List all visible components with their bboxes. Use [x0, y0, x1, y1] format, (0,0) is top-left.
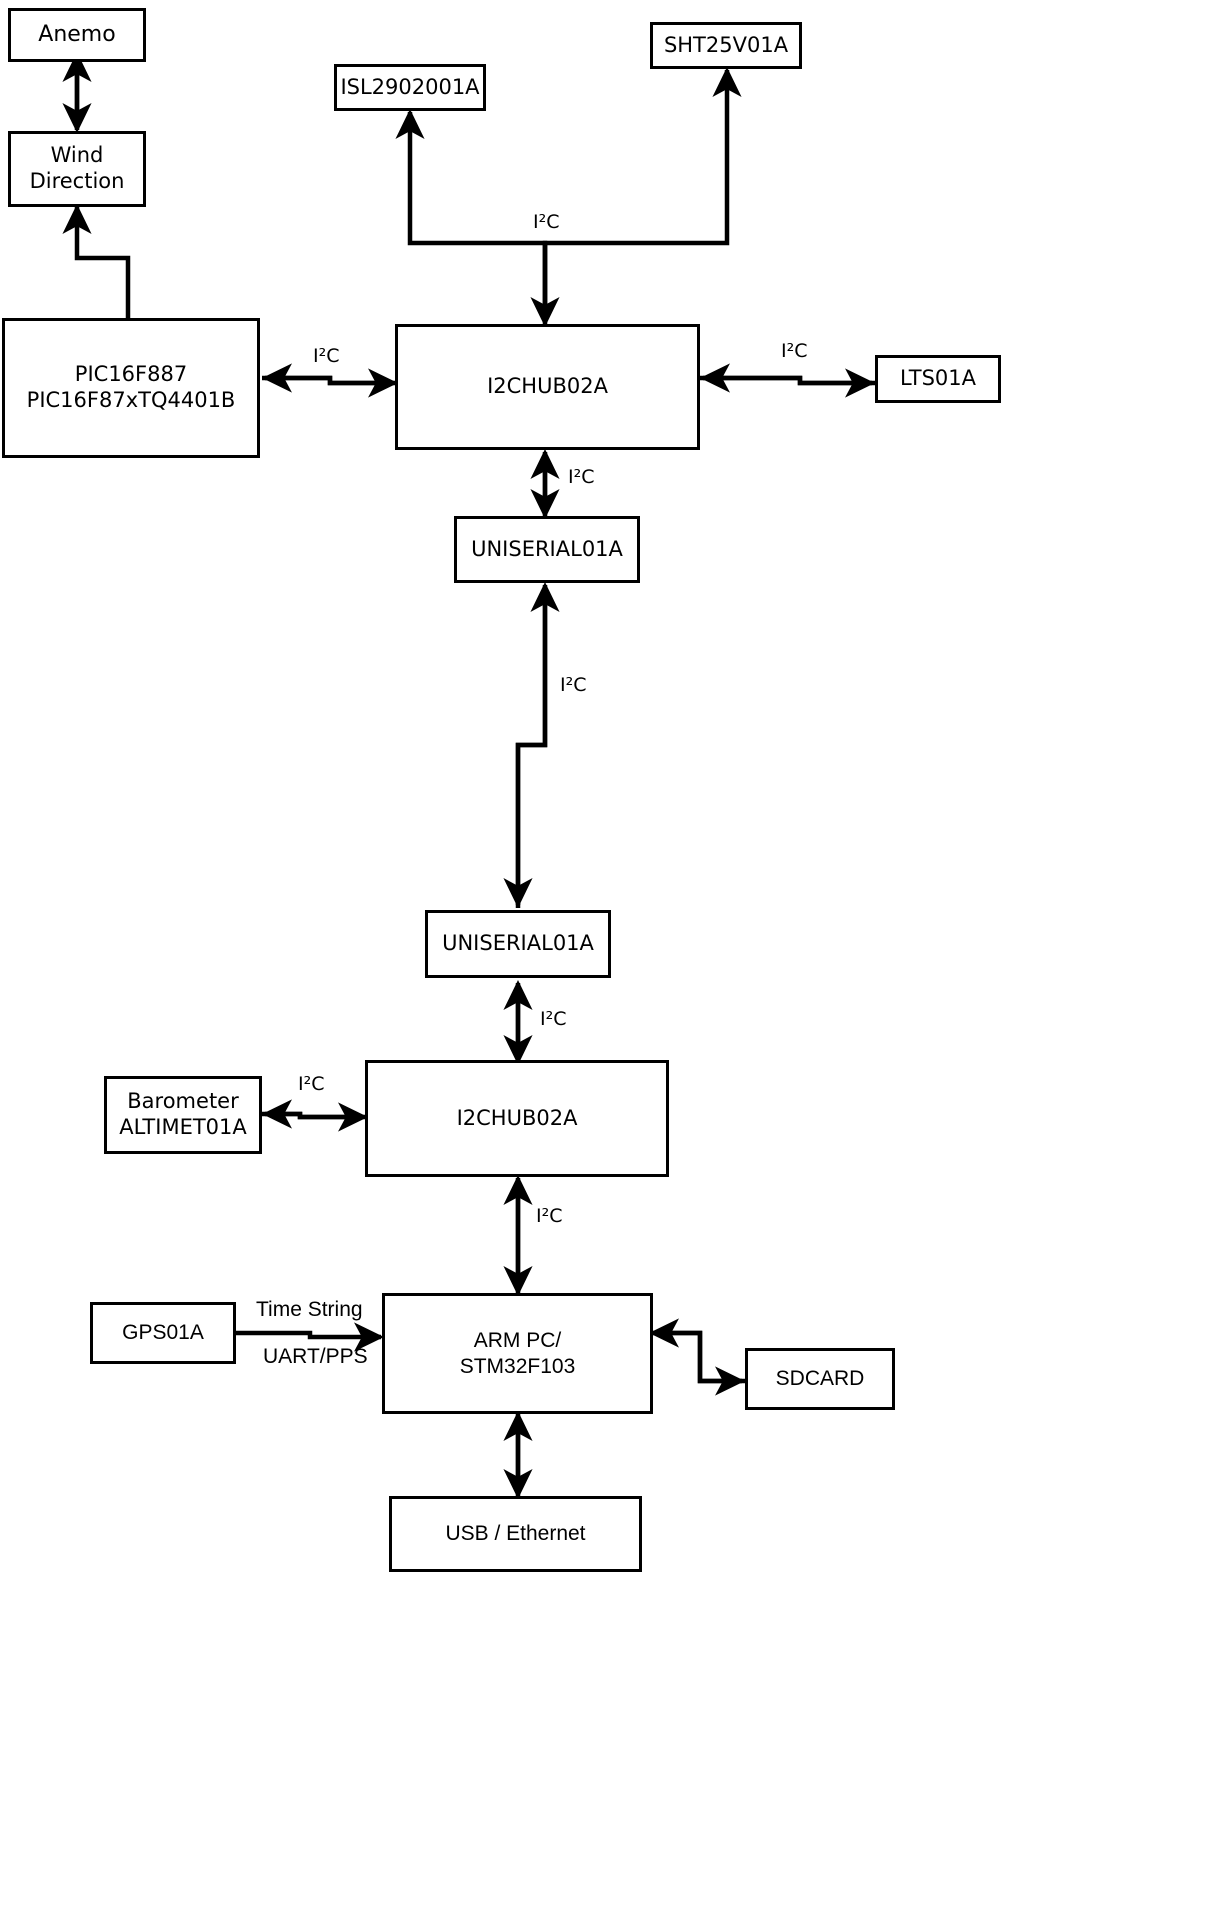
node-uniserial-top-label: UNISERIAL01A — [471, 536, 623, 561]
node-pic-mcu[interactable]: PIC16F887 PIC16F87xTQ4401B — [2, 318, 260, 458]
node-isl2902001a[interactable]: ISL2902001A — [334, 64, 486, 111]
node-gps01a-label: GPS01A — [122, 1321, 204, 1345]
node-uniserial-bottom[interactable]: UNISERIAL01A — [425, 910, 611, 978]
node-sht25v01a-label: SHT25V01A — [663, 32, 789, 57]
edge-label-i2c-barometer-hub: I²C — [298, 1073, 325, 1095]
edge-label-i2c-pic-hub: I²C — [313, 345, 340, 367]
node-uniserial-top[interactable]: UNISERIAL01A — [454, 516, 640, 583]
wire-armpc-to-sdcard — [655, 1330, 745, 1396]
edge-label-i2c-hub-uniserial: I²C — [568, 466, 595, 488]
node-uniserial-bottom-label: UNISERIAL01A — [442, 931, 594, 956]
node-arm-pc-label: ARM PC/ STM32F103 — [459, 1328, 576, 1378]
node-lts01a[interactable]: LTS01A — [875, 355, 1001, 403]
node-anemo-label: Anemo — [38, 21, 116, 47]
node-i2chub-top[interactable]: I2CHUB02A — [395, 324, 700, 450]
edge-label-i2c-uniserial-link: I²C — [560, 674, 587, 696]
wire-hub-to-barometer — [262, 1099, 362, 1129]
edge-label-uart-pps: UART/PPS — [263, 1345, 368, 1368]
node-lts01a-label: LTS01A — [899, 366, 977, 391]
edge-label-i2c-uniserial-hub: I²C — [540, 1008, 567, 1030]
edge-label-time-string: Time String — [256, 1298, 363, 1321]
node-barometer-label: Barometer ALTIMET01A — [119, 1089, 247, 1139]
edge-label-i2c-top-bus: I²C — [533, 211, 560, 233]
wire-barometer-to-hub — [262, 1102, 368, 1132]
node-i2chub-bottom-label: I2CHUB02A — [456, 1105, 578, 1130]
node-wind-direction[interactable]: Wind Direction — [8, 131, 146, 207]
wire-hub-to-lts-right — [700, 368, 875, 398]
node-i2chub-bottom[interactable]: I2CHUB02A — [365, 1060, 669, 1177]
node-pic-mcu-label: PIC16F887 PIC16F87xTQ4401B — [26, 362, 236, 412]
node-sht25v01a[interactable]: SHT25V01A — [650, 22, 802, 69]
node-sdcard[interactable]: SDCARD — [745, 1348, 895, 1410]
node-i2chub-top-label: I2CHUB02A — [487, 374, 608, 399]
node-wind-direction-label: Wind Direction — [29, 143, 125, 193]
node-gps01a[interactable]: GPS01A — [90, 1302, 236, 1364]
wire-uniserial-top-to-bot — [503, 588, 548, 908]
node-arm-pc[interactable]: ARM PC/ STM32F103 — [382, 1293, 653, 1414]
wire-gps-to-armpc — [236, 1322, 384, 1352]
wire-sdcard-to-armpc — [649, 1318, 745, 1384]
wire-uniserial-bot-to-top — [515, 582, 560, 908]
node-usb-ethernet-label: USB / Ethernet — [445, 1522, 586, 1546]
wire-pic-to-wind — [62, 204, 131, 318]
node-usb-ethernet[interactable]: USB / Ethernet — [389, 1496, 642, 1572]
wire-hub-to-isl — [395, 109, 548, 318]
wire-pic-to-hub — [262, 368, 398, 398]
edge-label-i2c-hub-armpc: I²C — [536, 1205, 563, 1227]
node-barometer[interactable]: Barometer ALTIMET01A — [104, 1076, 262, 1154]
wire-hub-to-sht — [542, 67, 742, 318]
node-sdcard-label: SDCARD — [775, 1367, 865, 1391]
wire-hub-to-lts-left — [700, 363, 875, 393]
node-isl2902001a-label: ISL2902001A — [340, 74, 480, 99]
node-anemo[interactable]: Anemo — [8, 8, 146, 62]
edge-label-i2c-hub-lts: I²C — [781, 340, 808, 362]
wire-hub-to-pic — [262, 363, 392, 393]
